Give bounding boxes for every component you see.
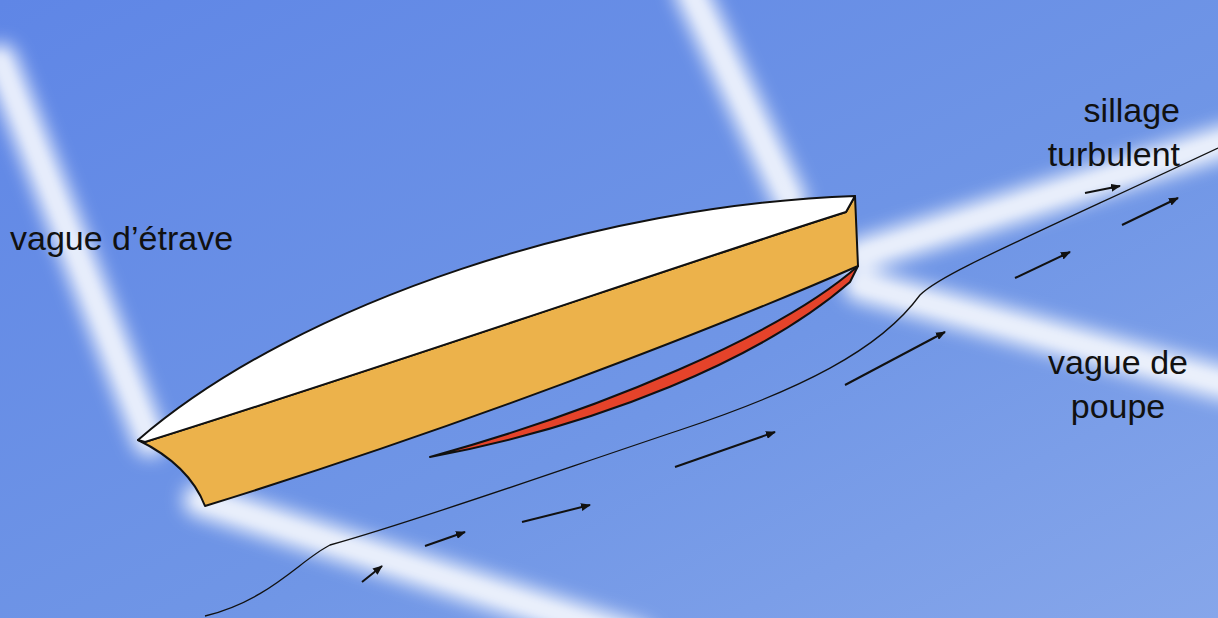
wake-label: sillage turbulent <box>1030 88 1180 176</box>
bow-wave-label: vague d’étrave <box>10 216 330 260</box>
boat-hull <box>138 196 858 506</box>
flow-line <box>205 148 1218 616</box>
stern-wave-label: vague de poupe <box>1024 340 1212 428</box>
flow-arrows <box>362 186 1178 582</box>
